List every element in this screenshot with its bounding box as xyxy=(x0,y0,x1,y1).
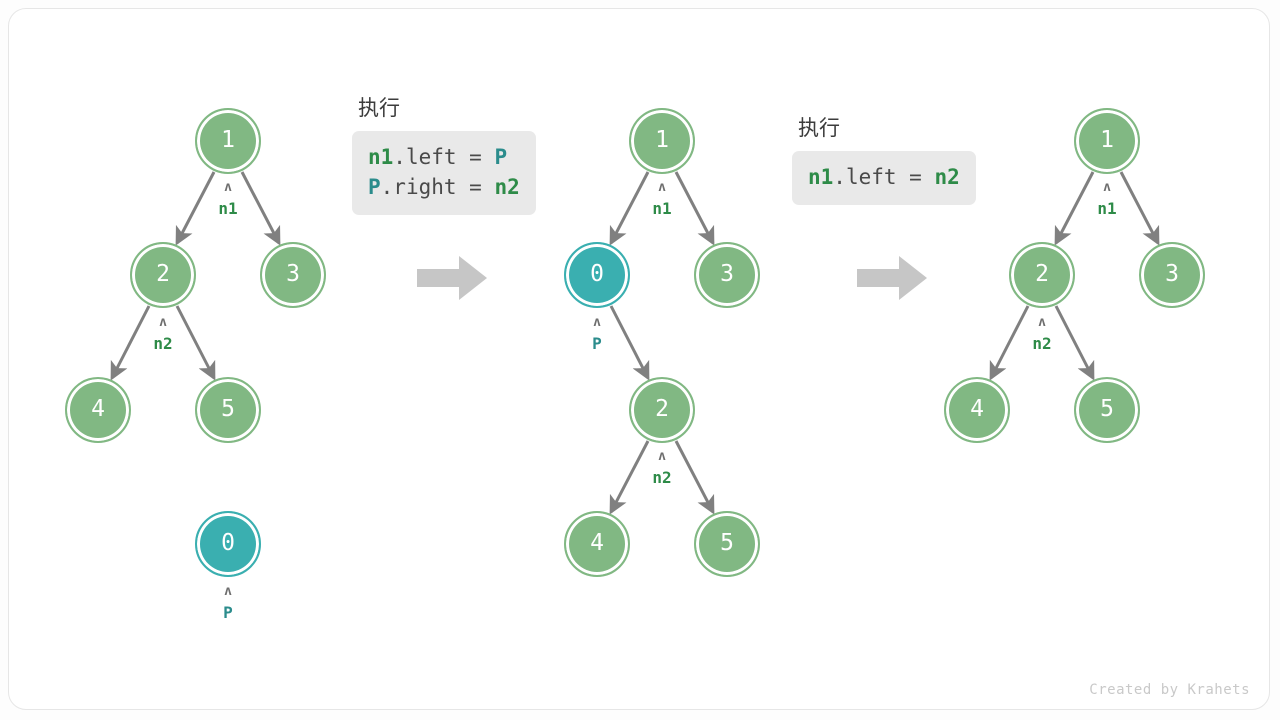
tree-node-value: 2 xyxy=(156,260,170,287)
tree-edge xyxy=(674,440,715,515)
tree-node-4: 4 xyxy=(564,511,630,577)
tree-node-2: 2 xyxy=(1009,242,1075,308)
tree-node-value: 1 xyxy=(221,126,235,153)
tree-edge xyxy=(240,171,281,246)
pointer-name: P xyxy=(592,334,602,353)
tree-node-value: 0 xyxy=(221,529,235,556)
pointer-name: n2 xyxy=(153,334,173,353)
tree-node-5: 5 xyxy=(694,511,760,577)
tree-node-value: 2 xyxy=(1035,260,1049,287)
tree-node-value: 4 xyxy=(590,529,604,556)
tree-node-value: 2 xyxy=(655,395,669,422)
code-token: n1 xyxy=(368,145,394,169)
tree-node-value: 5 xyxy=(720,529,734,556)
tree-edge xyxy=(175,171,216,246)
tree-node-3: 3 xyxy=(260,242,326,308)
tree-node-value: 4 xyxy=(91,395,105,422)
code-token: P xyxy=(368,175,381,199)
watermark: Created by Krahets xyxy=(1089,682,1250,698)
tree-node-0: 0 xyxy=(195,511,261,577)
caret-icon: ʌ xyxy=(658,449,666,464)
pointer-name: n2 xyxy=(1032,334,1052,353)
tree-node-value: 3 xyxy=(720,260,734,287)
caret-icon: ʌ xyxy=(1103,180,1111,195)
caret-icon: ʌ xyxy=(224,180,232,195)
code-token: P xyxy=(494,145,508,169)
tree-node-value: 4 xyxy=(970,395,984,422)
callout-caption: 执行 xyxy=(798,116,840,140)
code-line: P.right = n2 xyxy=(368,172,520,202)
caret-icon: ʌ xyxy=(593,315,601,330)
tree-node-value: 0 xyxy=(590,260,604,287)
tree-node-3: 3 xyxy=(694,242,760,308)
pointer-label-n2: ʌ n2 xyxy=(627,449,697,488)
tree-node-2: 2 xyxy=(130,242,196,308)
tree-edge xyxy=(609,305,650,381)
pointer-label-n2: ʌ n2 xyxy=(128,315,198,354)
caret-icon: ʌ xyxy=(658,180,666,195)
callout-caption: 执行 xyxy=(358,96,400,120)
tree-node-value: 5 xyxy=(1100,395,1114,422)
tree-node-5: 5 xyxy=(195,377,261,443)
tree-node-1: 1 xyxy=(195,108,261,174)
pointer-name: n1 xyxy=(652,199,672,218)
tree-edge xyxy=(989,305,1030,381)
pointer-label-n1: ʌ n1 xyxy=(627,180,697,219)
code-token: .left = xyxy=(833,165,935,189)
tree-node-value: 3 xyxy=(286,260,300,287)
tree-node-value: 3 xyxy=(1165,260,1179,287)
step-arrow-icon xyxy=(857,256,929,304)
step-arrow-icon xyxy=(417,256,489,304)
code-line: n1.left = P xyxy=(368,142,520,172)
code-token: n2 xyxy=(494,175,520,199)
pointer-name: n1 xyxy=(218,199,238,218)
tree-node-0: 0 xyxy=(564,242,630,308)
tree-node-4: 4 xyxy=(944,377,1010,443)
pointer-label-n1: ʌ n1 xyxy=(193,180,263,219)
pointer-name: n1 xyxy=(1097,199,1117,218)
code-block: n1.left = n2 xyxy=(792,151,976,205)
code-token: .left = xyxy=(393,145,495,169)
tree-node-value: 1 xyxy=(1100,126,1114,153)
tree-edge xyxy=(1054,171,1095,246)
tree-edge xyxy=(1119,171,1160,246)
tree-node-4: 4 xyxy=(65,377,131,443)
code-token: n2 xyxy=(934,165,960,189)
caret-icon: ʌ xyxy=(159,315,167,330)
code-callout-after: 执行 n1.left = n2 xyxy=(792,115,976,205)
tree-edge xyxy=(1054,305,1095,381)
tree-node-5: 5 xyxy=(1074,377,1140,443)
pointer-label-n2: ʌ n2 xyxy=(1007,315,1077,354)
tree-edge xyxy=(674,171,715,246)
tree-node-1: 1 xyxy=(1074,108,1140,174)
tree-edge xyxy=(110,305,151,381)
tree-node-2: 2 xyxy=(629,377,695,443)
tree-edge xyxy=(175,305,216,381)
tree-node-3: 3 xyxy=(1139,242,1205,308)
code-token: .right = xyxy=(380,175,495,199)
tree-edge xyxy=(609,171,650,246)
tree-node-value: 1 xyxy=(655,126,669,153)
code-token: n1 xyxy=(808,165,834,189)
caret-icon: ʌ xyxy=(224,584,232,599)
code-line: n1.left = n2 xyxy=(808,162,960,192)
pointer-name: n2 xyxy=(652,468,672,487)
tree-node-value: 5 xyxy=(221,395,235,422)
tree-node-1: 1 xyxy=(629,108,695,174)
pointer-name: P xyxy=(223,603,233,622)
caret-icon: ʌ xyxy=(1038,315,1046,330)
tree-edge xyxy=(609,440,650,515)
pointer-label-n1: ʌ n1 xyxy=(1072,180,1142,219)
